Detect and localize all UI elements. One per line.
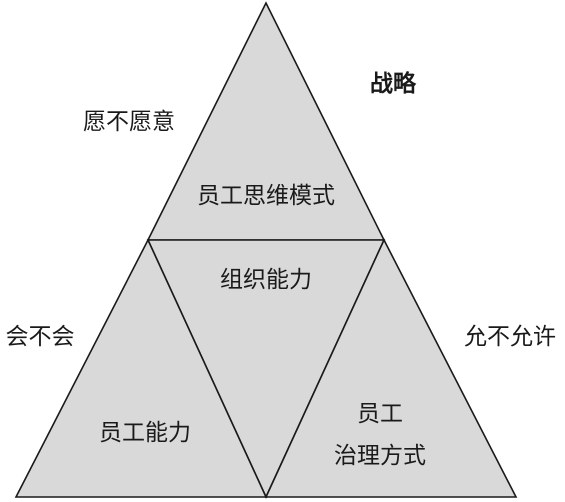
left-lower-label: 会不会 <box>6 324 75 350</box>
right-triangle-label-line1: 员工 <box>357 401 403 427</box>
left-triangle <box>14 238 268 498</box>
right-triangle <box>264 238 518 498</box>
right-lower-label: 允不允许 <box>464 324 556 350</box>
top-triangle-label: 员工思维模式 <box>197 183 335 209</box>
left-triangle-label: 员工能力 <box>99 420 191 446</box>
center-triangle-label: 组织能力 <box>220 267 312 293</box>
right-triangle-label-line2: 治理方式 <box>334 443 426 469</box>
apex-label: 战略 <box>370 70 417 97</box>
left-upper-label: 愿不愿意 <box>83 109 175 135</box>
